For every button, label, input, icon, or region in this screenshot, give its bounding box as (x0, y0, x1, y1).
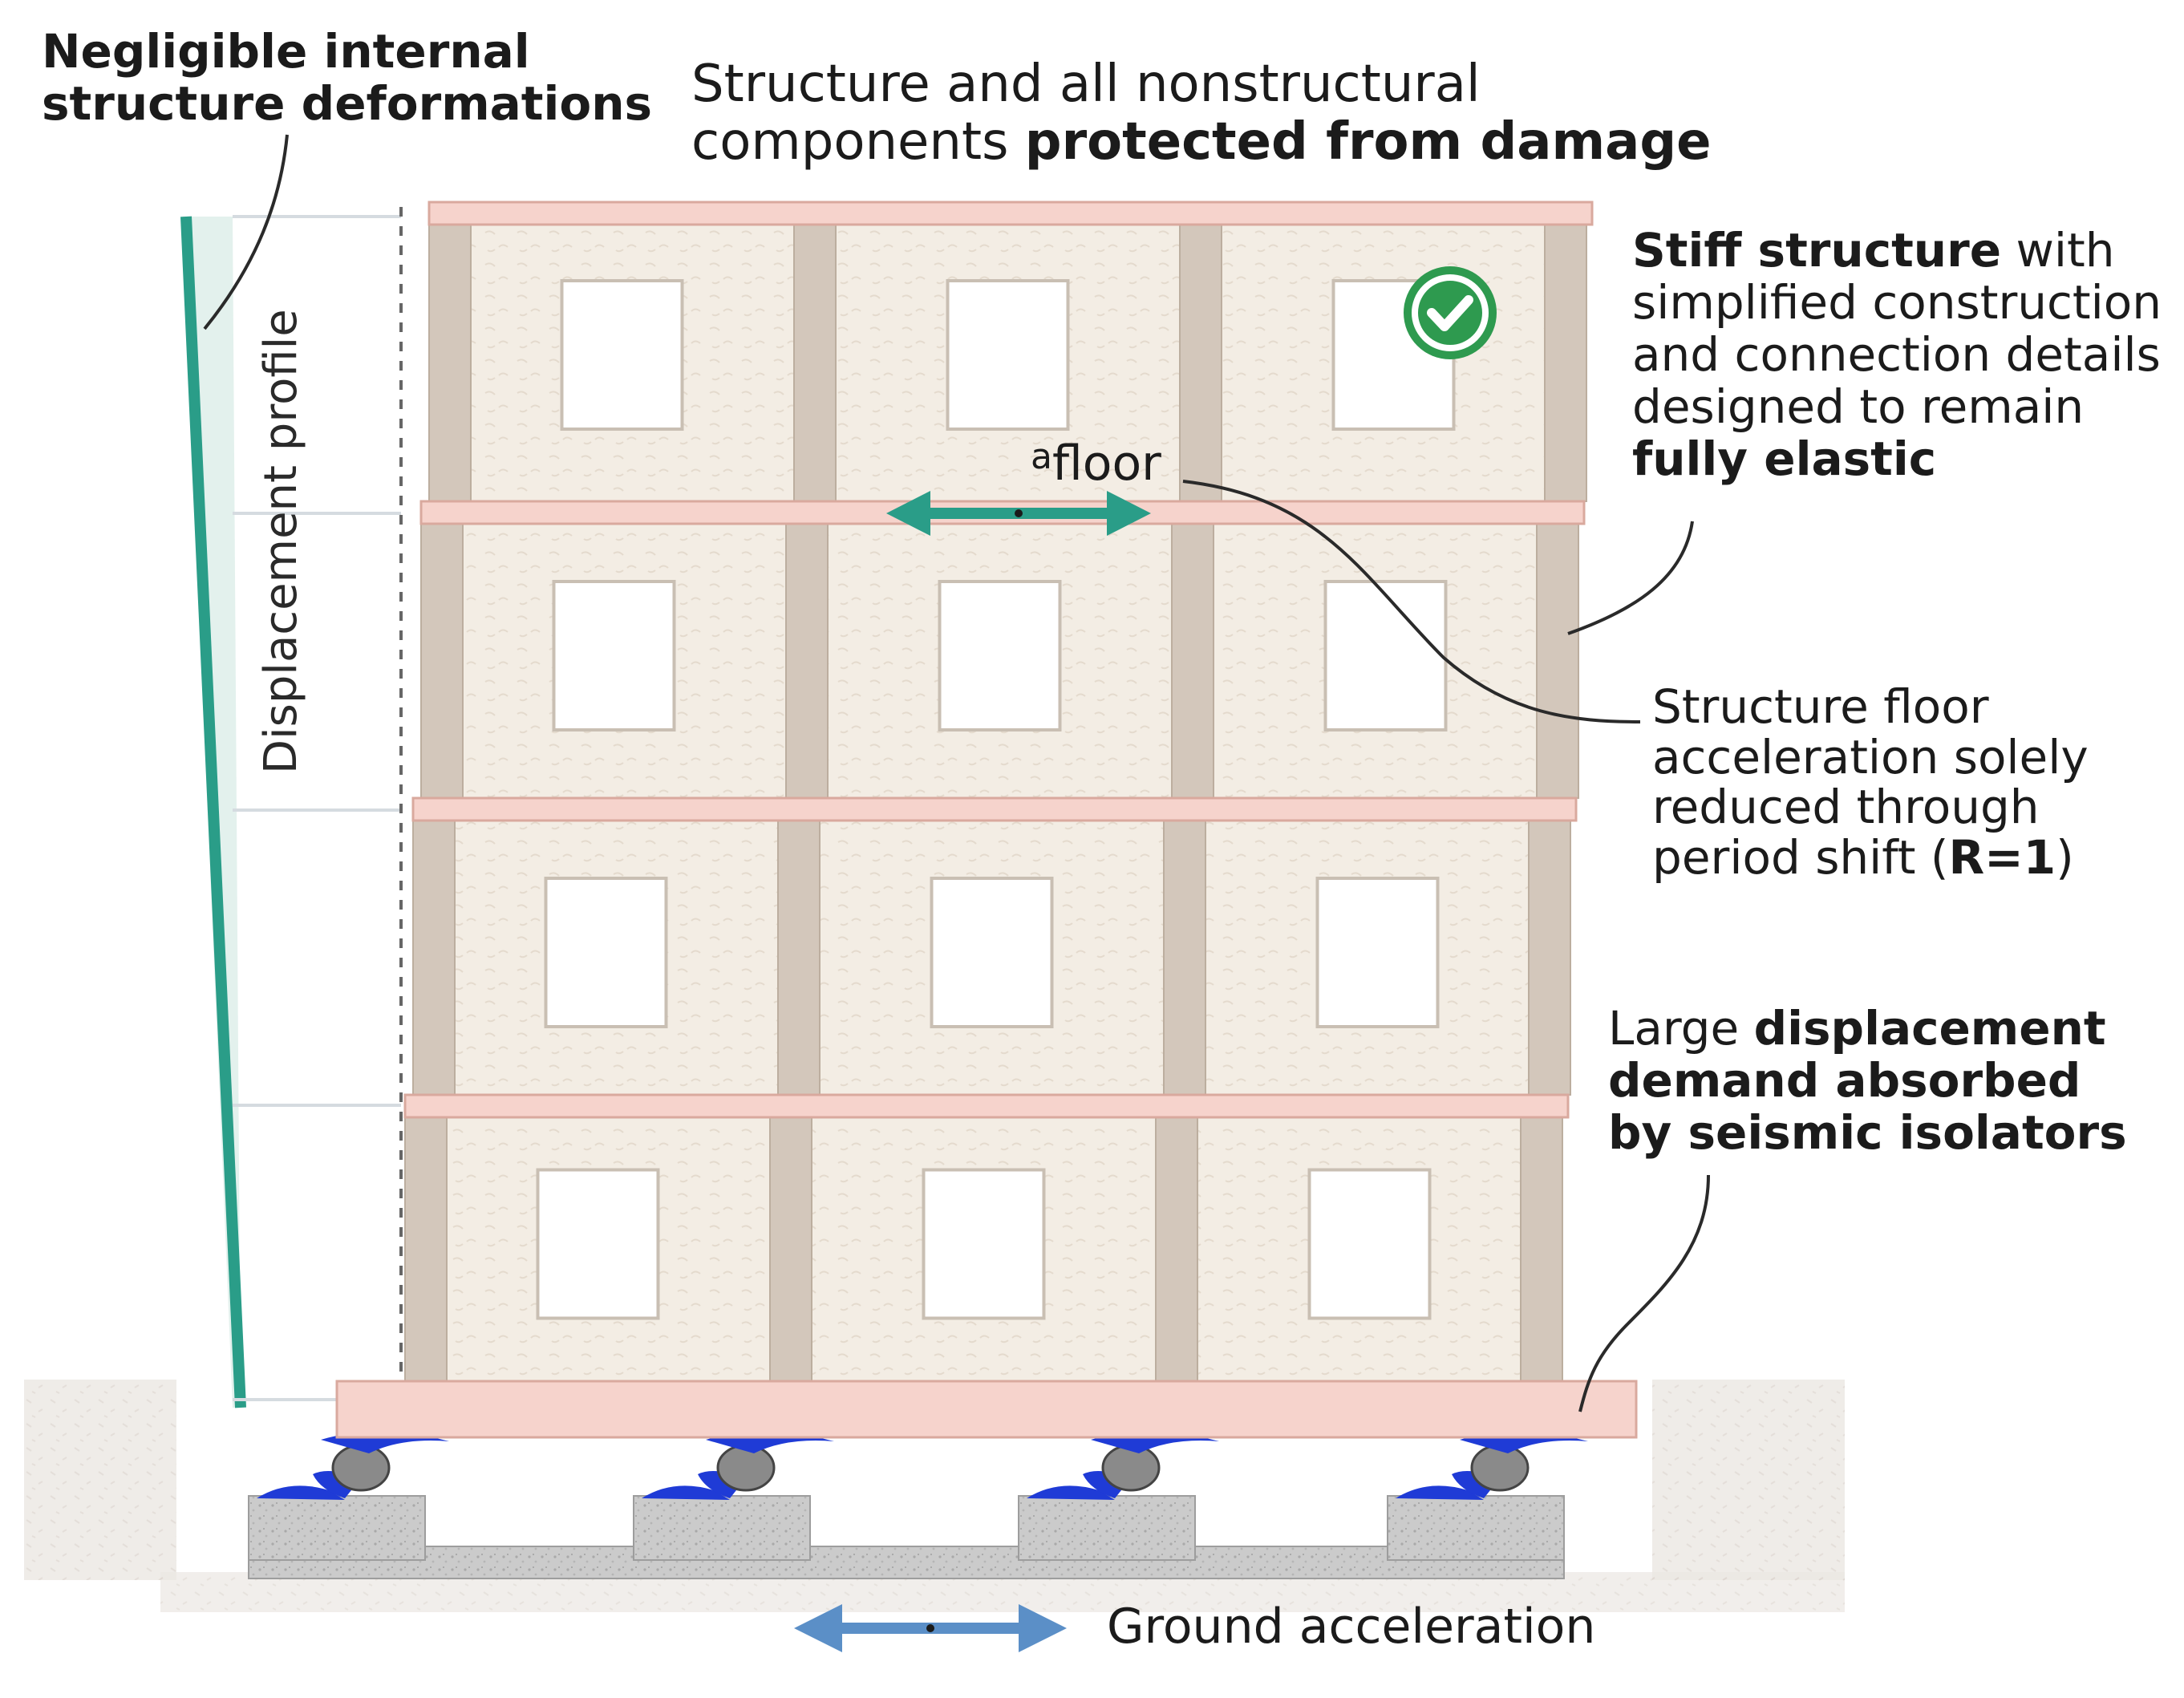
leader-stiff (1567, 521, 1694, 635)
window (938, 580, 1062, 731)
isolator-lower-plate (642, 1485, 730, 1500)
floor-slab (427, 201, 1594, 226)
label-ground-acceleration: Ground acceleration (1107, 1599, 1596, 1655)
displacement-profile-line (180, 216, 246, 1408)
seismic-isolators (257, 1431, 1588, 1500)
isolator-bearing (331, 1444, 391, 1492)
leader-negligible (203, 134, 289, 330)
foundation (248, 1495, 1565, 1579)
label-protected-from-damage: Structure and all nonstructural componen… (691, 55, 1712, 172)
label-negligible-deformations: Negligible internal structure deformatio… (42, 24, 653, 131)
isolator-lower-plate (1396, 1485, 1484, 1500)
ground-acceleration-arrow-icon (794, 1604, 1067, 1652)
check-icon (1404, 266, 1497, 359)
column (1155, 1114, 1198, 1382)
column (1544, 216, 1587, 502)
column (1179, 216, 1222, 502)
label-floor-acceleration: Structure floor acceleration solely redu… (1652, 679, 2089, 885)
label-afloor: afloor (1031, 436, 1161, 492)
column (1163, 817, 1206, 1096)
column (1528, 817, 1571, 1096)
leader-floor-acceleration (1182, 480, 1641, 723)
label-seismic-isolators: Large displacement demand absorbed by se… (1608, 1001, 2127, 1160)
window (946, 279, 1070, 431)
window (1315, 877, 1440, 1028)
window (922, 1168, 1046, 1320)
window (1323, 580, 1448, 731)
column (428, 216, 472, 502)
floor-slab (419, 500, 1586, 525)
label-stiff-structure: Stiff structure with simplified construc… (1632, 223, 2162, 486)
displacement-profile (180, 207, 403, 1408)
floor-acceleration-arrow-icon (886, 491, 1151, 536)
column (785, 521, 829, 799)
window (544, 877, 668, 1028)
isolator-lower-plate (1027, 1485, 1115, 1500)
window (536, 1168, 660, 1320)
isolator-bearing (1101, 1444, 1161, 1492)
window (930, 877, 1054, 1028)
column (420, 521, 464, 799)
isolator-bearing (716, 1444, 776, 1492)
isolator-lower-plate (257, 1485, 345, 1500)
column (777, 817, 821, 1096)
leader-lines (203, 134, 1710, 1412)
label-displacement-profile: Displacement profile (255, 309, 307, 774)
column (793, 216, 837, 502)
floor-slab (403, 1093, 1570, 1119)
column (1520, 1114, 1563, 1382)
column (404, 1114, 448, 1382)
floor-slab (411, 796, 1578, 822)
window (1307, 1168, 1432, 1320)
column (1536, 521, 1579, 799)
column (412, 817, 456, 1096)
window (552, 580, 676, 731)
column (1171, 521, 1214, 799)
leader-isolators (1578, 1174, 1710, 1412)
building (403, 201, 1594, 1382)
column (769, 1114, 812, 1382)
window (560, 279, 684, 431)
isolator-bearing (1470, 1444, 1530, 1492)
base-slab (335, 1380, 1638, 1439)
